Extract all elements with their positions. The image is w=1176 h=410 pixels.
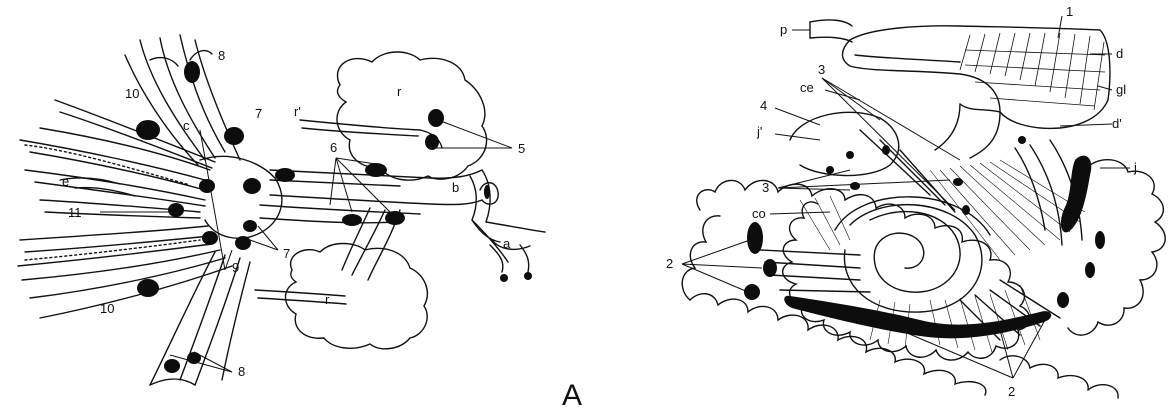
mesentery-texture [800, 160, 1085, 352]
right-label: d' [1112, 116, 1122, 131]
node [747, 222, 763, 254]
node [1057, 292, 1069, 308]
upper-lobe-outline [337, 52, 487, 180]
node [1018, 136, 1026, 144]
figure-caption: A [562, 379, 582, 410]
node [953, 178, 963, 186]
right-label: 2 [1008, 384, 1015, 399]
node [484, 185, 490, 199]
left-leader-lines [100, 120, 512, 372]
node [243, 220, 257, 232]
node [385, 211, 405, 225]
node [137, 279, 159, 297]
node [164, 359, 180, 373]
right-label: 1 [1066, 4, 1073, 19]
right-labels: p 1 d gl 3 ce 4 j' d' 3 j co 2 2 [666, 4, 1137, 399]
left-label: 7 [283, 246, 290, 261]
left-label: 11 [68, 205, 82, 220]
left-label: e [62, 174, 69, 189]
right-label: 4 [760, 98, 767, 113]
node [184, 61, 200, 83]
left-label: a [503, 236, 511, 251]
node [168, 203, 184, 217]
left-label: 9 [232, 260, 239, 275]
stomach-outline [850, 26, 1110, 129]
right-label: j [1133, 160, 1137, 175]
left-label: 8 [238, 364, 245, 379]
node [1095, 231, 1105, 249]
left-label: c [183, 118, 190, 133]
left-panel [18, 35, 545, 385]
node [500, 274, 508, 282]
right-label: 3 [818, 62, 825, 77]
node [962, 205, 970, 215]
node [365, 163, 387, 177]
node [199, 179, 215, 193]
left-label: b [452, 180, 459, 195]
right-label: 2 [666, 256, 673, 271]
right-label: 3 [762, 180, 769, 195]
node [850, 182, 860, 190]
node [524, 272, 532, 280]
node [784, 296, 1051, 339]
left-label: 8 [218, 48, 225, 63]
left-label: r [397, 84, 402, 99]
right-label: p [780, 22, 787, 37]
stomach-texture [960, 33, 1105, 110]
node [202, 231, 218, 245]
node [846, 151, 854, 159]
right-label: ce [800, 80, 814, 95]
right-label: d [1116, 46, 1123, 61]
node [136, 120, 160, 140]
right-label: co [752, 206, 766, 221]
node [243, 178, 261, 194]
node [428, 109, 444, 127]
node [826, 166, 834, 174]
left-label: 5 [518, 141, 525, 156]
node [763, 259, 777, 277]
left-label: 10 [125, 86, 139, 101]
right-label: j' [756, 124, 762, 139]
right-label: gl [1116, 82, 1126, 97]
node [275, 168, 295, 182]
left-label: 6 [330, 140, 337, 155]
left-label: r [325, 292, 330, 307]
left-labels: 8 10 c 7 r' r 6 5 e b 11 a 7 9 10 r 8 [62, 48, 525, 379]
right-nodes [744, 136, 1105, 338]
node [187, 352, 201, 364]
node [342, 214, 362, 226]
left-label: 7 [255, 106, 262, 121]
node [235, 236, 251, 250]
lower-lobe-outline [286, 244, 428, 349]
node [744, 284, 760, 300]
left-label: r' [294, 104, 301, 119]
node [224, 127, 244, 145]
node [1085, 262, 1095, 278]
node [882, 145, 890, 155]
left-label: 10 [100, 301, 114, 316]
